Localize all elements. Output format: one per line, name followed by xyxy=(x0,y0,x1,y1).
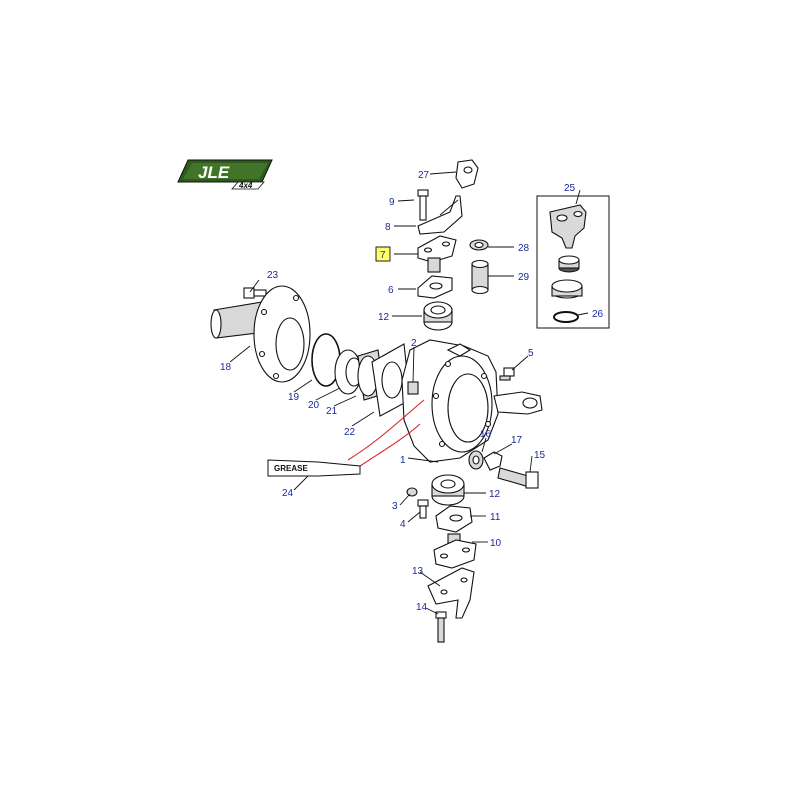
swivel-housing xyxy=(347,339,543,467)
callout-17[interactable]: 17 xyxy=(511,435,523,446)
callout-18[interactable]: 18 xyxy=(220,362,232,373)
callout-24[interactable]: 24 xyxy=(282,488,294,499)
callout-8[interactable]: 8 xyxy=(385,222,391,233)
callout-28[interactable]: 28 xyxy=(518,243,530,254)
callout-21[interactable]: 21 xyxy=(326,406,338,417)
callout-12-bottom[interactable]: 12 xyxy=(489,489,501,500)
callout-27[interactable]: 27 xyxy=(418,170,430,181)
callout-26[interactable]: 26 xyxy=(592,309,604,320)
callout-13[interactable]: 13 xyxy=(412,566,424,577)
callout-22[interactable]: 22 xyxy=(344,427,356,438)
grease-tube-24: GREASE xyxy=(267,459,361,477)
upper-swivel-stack xyxy=(417,159,489,331)
highlight-box-part-7 xyxy=(375,246,391,262)
callout-11[interactable]: 11 xyxy=(490,512,501,523)
callout-15[interactable]: 15 xyxy=(534,450,546,461)
callout-3[interactable]: 3 xyxy=(392,501,398,512)
callout-29[interactable]: 29 xyxy=(518,272,530,283)
jle-4x4-logo: JLE 4x4 xyxy=(177,159,273,190)
callout-7[interactable]: 7 xyxy=(380,250,386,261)
callout-2[interactable]: 2 xyxy=(411,338,417,349)
inset-box-25 xyxy=(536,195,610,329)
callout-10[interactable]: 10 xyxy=(490,538,502,549)
callout-numbers: 27 9 8 7 6 12 28 29 25 26 23 18 19 20 21… xyxy=(220,170,604,613)
callout-5[interactable]: 5 xyxy=(528,348,534,359)
callout-20[interactable]: 20 xyxy=(308,400,320,411)
logo-sub-text: 4x4 xyxy=(238,181,253,190)
callout-14[interactable]: 14 xyxy=(416,602,428,613)
callout-1[interactable]: 1 xyxy=(400,455,406,466)
stub-axle-assembly xyxy=(210,285,311,383)
callout-9[interactable]: 9 xyxy=(389,197,395,208)
callout-4[interactable]: 4 xyxy=(400,519,406,530)
logo-brand-text: JLE xyxy=(198,163,230,182)
leader-lines xyxy=(229,171,589,615)
lower-swivel-stack xyxy=(406,450,539,643)
callout-6[interactable]: 6 xyxy=(388,285,394,296)
callout-23[interactable]: 23 xyxy=(267,270,279,281)
callout-16[interactable]: 16 xyxy=(480,429,492,440)
callout-12-top[interactable]: 12 xyxy=(378,312,390,323)
grease-text: GREASE xyxy=(274,464,308,473)
callout-19[interactable]: 19 xyxy=(288,392,300,403)
callout-25[interactable]: 25 xyxy=(564,183,576,194)
seal-stack xyxy=(311,333,411,417)
